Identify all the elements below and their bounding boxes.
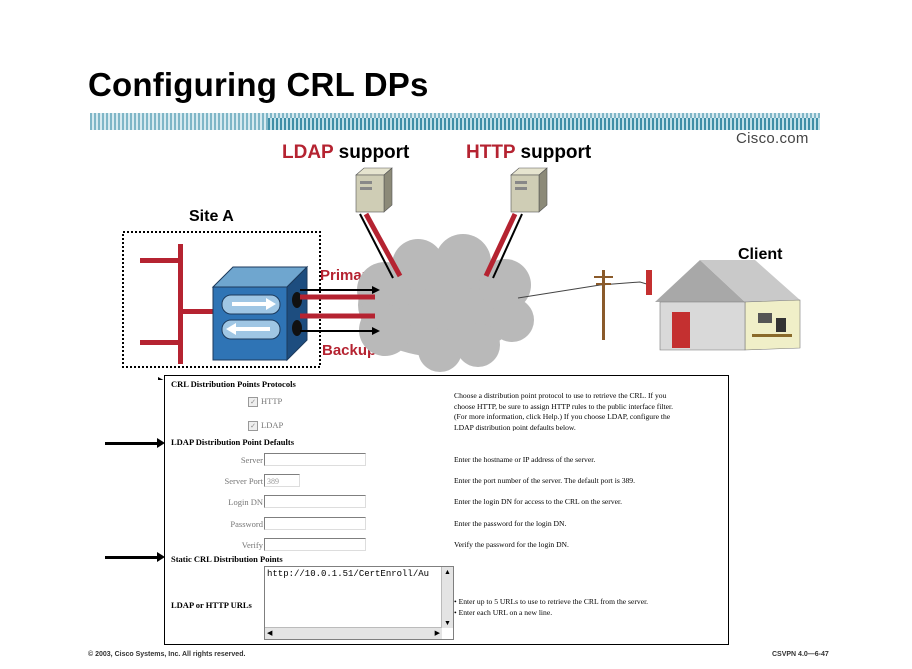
arrow-ldap-defaults bbox=[105, 442, 157, 445]
verify-label: Verify bbox=[241, 540, 263, 550]
scroll-left-icon[interactable]: ◀ bbox=[267, 629, 273, 637]
password-help: Enter the password for the login DN. bbox=[454, 519, 567, 528]
login-dn-help: Enter the login DN for access to the CRL… bbox=[454, 497, 623, 506]
slide-title: Configuring CRL DPs bbox=[88, 66, 429, 103]
server-port-help: Enter the port number of the server. The… bbox=[454, 476, 636, 485]
ldap-checkbox[interactable]: ✓ bbox=[248, 421, 258, 431]
scroll-up-icon[interactable]: ▲ bbox=[444, 568, 451, 576]
site-a-label: Site A bbox=[189, 208, 234, 225]
vpn-concentrator-icon bbox=[211, 265, 309, 362]
client-label: Client bbox=[738, 246, 783, 263]
ldap-checkbox-label: LDAP bbox=[261, 420, 284, 430]
urls-label: LDAP or HTTP URLs bbox=[171, 600, 252, 610]
arrow-static bbox=[105, 556, 157, 559]
ldap-support-label: LDAP support bbox=[282, 142, 410, 163]
verify-help: Verify the password for the login DN. bbox=[454, 540, 569, 549]
urls-help-item: • Enter up to 5 URLs to use to retrieve … bbox=[454, 597, 649, 606]
backup-label: Backup bbox=[322, 342, 377, 359]
pointer-arrows bbox=[158, 377, 164, 380]
arrowhead-ldap-defaults bbox=[157, 438, 165, 448]
server-label: Server bbox=[240, 455, 263, 465]
footer-copyright: © 2003, Cisco Systems, Inc. All rights r… bbox=[88, 651, 246, 658]
server-input[interactable] bbox=[264, 453, 366, 466]
server-help: Enter the hostname or IP address of the … bbox=[454, 455, 596, 464]
section-static: Static CRL Distribution Points bbox=[171, 554, 283, 564]
http-checkbox-label: HTTP bbox=[261, 396, 283, 406]
section-ldap-defaults: LDAP Distribution Point Defaults bbox=[171, 437, 295, 447]
scroll-right-icon[interactable]: ▶ bbox=[434, 629, 440, 637]
http-checkbox[interactable]: ✓ bbox=[248, 397, 258, 407]
urls-help: • Enter up to 5 URLs to use to retrieve … bbox=[454, 597, 648, 618]
scroll-down-icon[interactable]: ▼ bbox=[444, 619, 451, 627]
vertical-scrollbar[interactable]: ▲ ▼ bbox=[441, 567, 453, 628]
section-protocols: CRL Distribution Points Protocols bbox=[171, 379, 296, 389]
login-dn-input[interactable] bbox=[264, 495, 366, 508]
password-label: Password bbox=[230, 519, 263, 529]
server-port-label: Server Port bbox=[224, 476, 263, 486]
title-stripe-dark bbox=[268, 118, 820, 130]
server-port-input[interactable]: 389 bbox=[264, 474, 300, 487]
ldap-server-icon bbox=[355, 167, 393, 213]
verify-input[interactable] bbox=[264, 538, 366, 551]
http-support-label: HTTP support bbox=[466, 142, 592, 163]
urls-help-item: • Enter each URL on a new line. bbox=[454, 607, 553, 617]
network-diagram bbox=[122, 167, 801, 380]
login-dn-label: Login DN bbox=[228, 497, 263, 507]
brand-link[interactable]: Cisco.com bbox=[736, 130, 809, 147]
telephone-pole-icon bbox=[594, 270, 613, 340]
horizontal-scrollbar[interactable]: ◀ ▶ bbox=[265, 627, 442, 639]
arrowhead-static bbox=[157, 552, 165, 562]
urls-textarea[interactable]: http://10.0.1.51/CertEnroll/Au ▲ ▼ ◀ ▶ bbox=[264, 566, 454, 640]
crl-config-form: CRL Distribution Points Protocols ✓ HTTP… bbox=[164, 375, 729, 645]
http-server-icon bbox=[510, 167, 548, 213]
protocols-help: Choose a distribution point protocol to … bbox=[454, 391, 674, 431]
urls-textarea-value: http://10.0.1.51/CertEnroll/Au bbox=[267, 569, 430, 579]
client-house-icon bbox=[646, 260, 801, 351]
footer-course-code: CSVPN 4.0—6-47 bbox=[772, 651, 829, 658]
internet-cloud-icon bbox=[357, 234, 534, 372]
password-input[interactable] bbox=[264, 517, 366, 530]
